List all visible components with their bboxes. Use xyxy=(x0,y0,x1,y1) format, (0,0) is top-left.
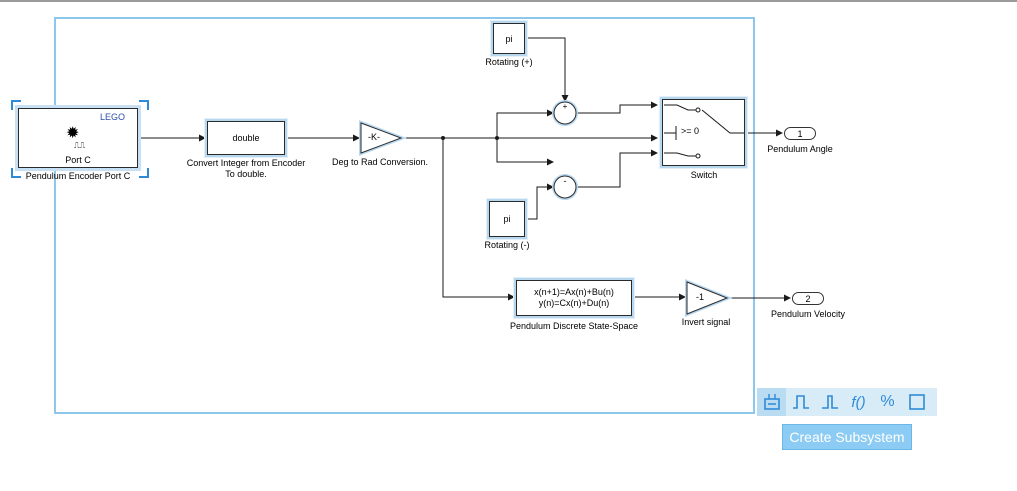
outport-2-number: 2 xyxy=(805,293,811,304)
create-subsystem-button[interactable]: Create Subsystem xyxy=(782,424,912,450)
pi-positive-text: pi xyxy=(505,33,513,44)
function-icon[interactable]: f() xyxy=(844,388,873,416)
pulse-icon[interactable] xyxy=(786,388,815,416)
convert-label-line2: To double. xyxy=(225,169,267,179)
wire-sumtop-switch xyxy=(577,101,658,114)
invert-text: -1 xyxy=(695,292,704,302)
invert-label: Invert signal xyxy=(681,317,731,327)
top-divider xyxy=(0,0,1017,2)
pi-positive-block[interactable]: pi xyxy=(493,23,525,54)
outport-1-number: 1 xyxy=(797,128,803,139)
switch-criterion: >= 0 xyxy=(681,126,700,136)
wire-branch-sumtop xyxy=(496,109,554,138)
sum-bottom-sign-a: - xyxy=(563,176,567,186)
encoder-bracket-tr xyxy=(139,100,149,110)
statespace-label: Pendulum Discrete State-Space xyxy=(509,321,639,331)
wire-pipos-sumtop xyxy=(525,37,569,102)
selection-box[interactable] xyxy=(54,17,755,414)
gain-text: -K- xyxy=(368,132,380,142)
square-icon[interactable] xyxy=(902,388,931,416)
wire-branch-sumbottom xyxy=(496,138,554,166)
encoder-block[interactable]: LEGO ✹ ⎍⎍ Port C xyxy=(18,108,138,168)
outport-2-label: Pendulum Velocity xyxy=(770,309,846,319)
convert-text: double xyxy=(232,133,260,143)
outport-1[interactable]: 1 xyxy=(784,127,816,140)
encoder-bracket-br xyxy=(139,168,149,178)
outport-1-label: Pendulum Angle xyxy=(767,144,833,154)
gain-block[interactable] xyxy=(359,120,407,156)
switch-label: Switch xyxy=(690,170,718,180)
wire-sumbottom-switch xyxy=(577,149,658,188)
convert-label-line1: Convert Integer from Encoder xyxy=(186,158,306,168)
switch-contacts xyxy=(664,104,745,159)
encoder-bracket-bl xyxy=(11,168,21,178)
port-label: Port C xyxy=(65,155,91,165)
wire-pineg-sumbottom xyxy=(525,183,554,220)
statespace-eq2: y(n)=Cx(n)+Du(n) xyxy=(538,298,610,308)
subsystem-icon[interactable] xyxy=(757,388,786,416)
junction-dot xyxy=(441,136,445,140)
statespace-block[interactable]: x(n+1)=Ax(n)+Bu(n) y(n)=Cx(n)+Du(n) xyxy=(516,280,632,316)
pi-negative-label: Rotating (-) xyxy=(484,240,530,250)
invert-signal-block[interactable] xyxy=(685,279,733,317)
gain-label: Deg to Rad Conversion. xyxy=(331,157,429,167)
sum-bottom-block[interactable] xyxy=(552,174,578,200)
pi-negative-block[interactable]: pi xyxy=(489,201,525,237)
lego-brand-label: LEGO xyxy=(99,112,125,122)
wire-branch-statespace xyxy=(442,138,515,301)
convert-label: Convert Integer from Encoder To double. xyxy=(176,158,316,180)
gear-icon: ✹ xyxy=(66,125,80,142)
step-icon[interactable] xyxy=(815,388,844,416)
sum-top-sign-a: + xyxy=(562,102,568,111)
junction-dot xyxy=(495,136,499,140)
pi-positive-label: Rotating (+) xyxy=(485,57,533,67)
percent-icon[interactable]: % xyxy=(873,388,902,416)
statespace-eq1: x(n+1)=Ax(n)+Bu(n) xyxy=(534,287,614,297)
switch-block[interactable]: >= 0 xyxy=(662,99,745,166)
sum-bottom-sign-b: + xyxy=(551,183,563,192)
percent-glyph: % xyxy=(880,393,895,410)
sum-top-sign-b: + xyxy=(551,109,563,118)
pulse-wave-icon: ⎍⎍ xyxy=(74,141,86,150)
function-glyph: f() xyxy=(851,393,866,411)
encoder-label: Pendulum Encoder Port C xyxy=(25,171,131,181)
outport-2[interactable]: 2 xyxy=(792,292,824,305)
quick-action-toolbar: f() % xyxy=(757,388,937,416)
sum-top-block[interactable] xyxy=(552,100,578,126)
convert-block[interactable]: double xyxy=(207,121,285,155)
pi-negative-text: pi xyxy=(503,214,511,224)
encoder-bracket-tl xyxy=(11,100,21,110)
